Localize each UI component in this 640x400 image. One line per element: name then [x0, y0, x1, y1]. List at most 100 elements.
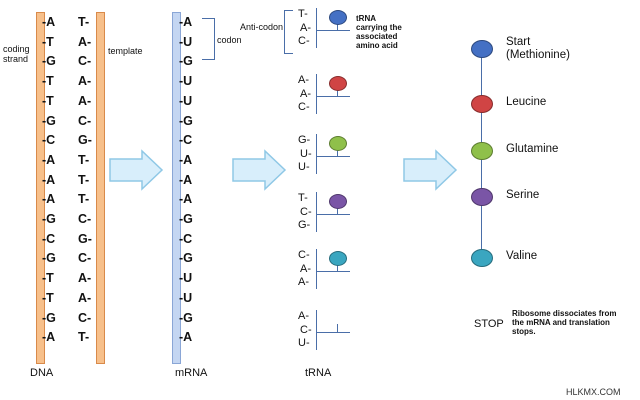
- trna-backbone: [316, 310, 317, 350]
- mrna-base: -A: [179, 192, 193, 207]
- amino-acid-ball: [329, 194, 347, 209]
- trna-stalk: [337, 324, 338, 332]
- trna-anticodon-base: G-: [298, 219, 311, 231]
- mrna-base: -G: [179, 54, 193, 69]
- codon-label: codon: [217, 35, 242, 45]
- mrna-base: -U: [179, 93, 193, 108]
- trna-anticodon-base: A-: [298, 74, 309, 86]
- dna-coding-base: -C: [42, 231, 56, 246]
- trna-stalk: [337, 148, 338, 156]
- amino-acid-node: [471, 95, 493, 113]
- mrna-base: -A: [179, 330, 193, 345]
- coding-strand-label: coding strand: [3, 44, 30, 64]
- amino-acid-ball: [329, 136, 347, 151]
- trna-stalk: [337, 22, 338, 30]
- dna-template-base: T-: [78, 15, 90, 29]
- mrna-base: -G: [179, 251, 193, 266]
- trna-anticodon-base: T-: [298, 8, 308, 20]
- trna-arm: [316, 271, 350, 272]
- amino-acid-node: [471, 249, 493, 267]
- mrna-base: -U: [179, 74, 193, 89]
- dna-coding-base: -A: [42, 192, 56, 207]
- mrna-base: -A: [179, 172, 193, 187]
- trna-stalk: [337, 206, 338, 214]
- codon-bracket: [202, 18, 215, 60]
- mrna-base: -G: [179, 113, 193, 128]
- dna-template-base: A-: [78, 271, 92, 286]
- dna-coding-base: -A: [42, 330, 56, 345]
- dna-coding-base: -T: [42, 271, 54, 286]
- mrna-base: -U: [179, 271, 193, 286]
- dna-coding-base: -G: [42, 113, 56, 128]
- amino-acid-label: Leucine: [506, 96, 547, 108]
- mrna-label: mRNA: [175, 367, 208, 379]
- dna-coding-base: -G: [42, 54, 56, 69]
- dna-coding-base: -A: [42, 152, 56, 167]
- dna-coding-base: -A: [42, 172, 56, 187]
- trna-backbone: [316, 192, 317, 232]
- trna-anticodon-base: A-: [300, 87, 311, 100]
- amino-acid-node: [471, 40, 493, 58]
- trna-anticodon-base: A-: [300, 262, 311, 275]
- dna-template-base: C-: [78, 54, 92, 69]
- mrna-base: -C: [179, 231, 193, 246]
- dna-coding-base: -T: [42, 93, 54, 108]
- dna-template-base: A-: [78, 34, 92, 49]
- mrna-base: -U: [179, 34, 193, 49]
- trna-label: tRNA: [305, 367, 332, 379]
- stop-label: STOP: [474, 318, 504, 330]
- mrna-strand: [172, 12, 181, 364]
- amino-acid-label: Start (Methionine): [506, 36, 570, 61]
- dna-label: DNA: [30, 367, 54, 379]
- trna-arm: [316, 156, 350, 157]
- dna-coding-base: -C: [42, 133, 56, 148]
- amino-acid-label: Valine: [506, 250, 538, 262]
- trna-anticodon-base: C-: [298, 249, 310, 261]
- trna-arm: [316, 214, 350, 215]
- dna-coding-base: -T: [42, 290, 54, 305]
- trna-arm: [316, 332, 350, 333]
- trna-stalk: [337, 263, 338, 271]
- dna-coding-base: -A: [42, 15, 56, 29]
- amino-acid-label: Serine: [506, 189, 540, 201]
- trna-anticodon-base: C-: [300, 323, 312, 336]
- trna-arm: [316, 30, 350, 31]
- template-label: template: [108, 46, 143, 56]
- mrna-base: -U: [179, 290, 193, 305]
- amino-acid-node: [471, 142, 493, 160]
- trna-anticodon-base: A-: [298, 310, 309, 322]
- trna-anticodon-base: U-: [298, 161, 310, 173]
- trna-anticodon-base: U-: [298, 337, 310, 349]
- stop-note: Ribosome dissociates from the mRNA and t…: [512, 309, 617, 336]
- dna-template-base: A-: [78, 74, 92, 89]
- trna-stalk: [337, 88, 338, 96]
- dna-template-base: T-: [78, 152, 90, 167]
- trna-anticodon-base: C-: [300, 205, 312, 218]
- anticodon-label: Anti-codon: [240, 22, 284, 32]
- dna-template-base: C-: [78, 251, 92, 266]
- mrna-base: -A: [179, 152, 193, 167]
- dna-template-base: C-: [78, 113, 92, 128]
- mrna-base: -C: [179, 133, 193, 148]
- amino-acid-label: Glutamine: [506, 143, 559, 155]
- trna-anticodon-base: A-: [300, 21, 311, 34]
- flow-arrow: [109, 149, 164, 191]
- trna-anticodon-base: A-: [298, 276, 309, 288]
- trna-anticodon-base: U-: [300, 147, 312, 160]
- trna-backbone: [316, 74, 317, 114]
- trna-anticodon-base: T-: [298, 192, 308, 204]
- amino-acid-ball: [329, 10, 347, 25]
- dna-template-base: T-: [78, 192, 90, 207]
- amino-acid-ball: [329, 76, 347, 91]
- mrna-base: -G: [179, 212, 193, 226]
- mrna-base: -G: [179, 310, 193, 325]
- dna-template-base: C-: [78, 310, 92, 325]
- flow-arrow: [232, 149, 287, 191]
- trna-backbone: [316, 8, 317, 48]
- trna-backbone: [316, 249, 317, 289]
- watermark: HLKMX.COM: [566, 387, 621, 397]
- trna-anticodon-base: G-: [298, 134, 311, 146]
- dna-coding-base: -T: [42, 34, 54, 49]
- dna-coding-strand: [36, 12, 45, 364]
- dna-template-base: G-: [78, 231, 92, 246]
